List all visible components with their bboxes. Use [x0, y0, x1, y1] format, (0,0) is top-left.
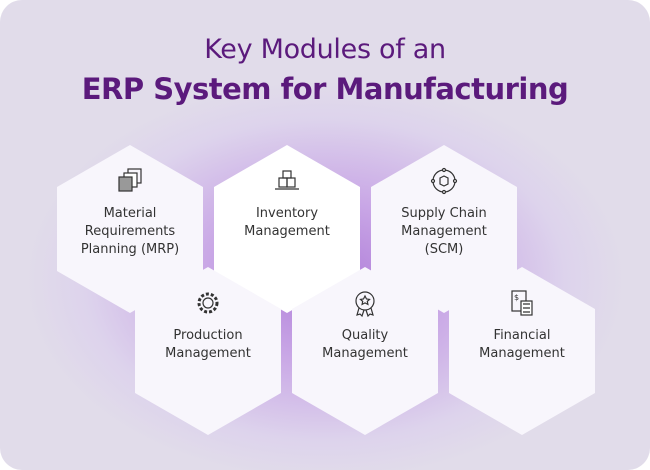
- stacked-sheets-icon: [118, 168, 142, 192]
- svg-text:$: $: [514, 293, 519, 302]
- calculator-invoice-icon: $: [511, 290, 533, 316]
- boxes-icon: [275, 170, 299, 190]
- title-line-2: ERP System for Manufacturing: [81, 72, 569, 106]
- award-badge-icon: [355, 291, 375, 317]
- title-line-1: Key Modules of an: [204, 34, 446, 65]
- module-label: Supply Chain Management (SCM): [401, 206, 487, 257]
- module-quality: Quality Management: [292, 267, 438, 435]
- module-label: Production Management: [165, 328, 251, 361]
- module-label: Financial Management: [479, 328, 565, 361]
- module-label: Quality Management: [322, 328, 408, 361]
- gear-icon: [197, 292, 219, 314]
- network-box-icon: [430, 167, 458, 195]
- module-label: Material Requirements Planning (MRP): [80, 206, 180, 257]
- module-label: Inventory Management: [244, 206, 330, 239]
